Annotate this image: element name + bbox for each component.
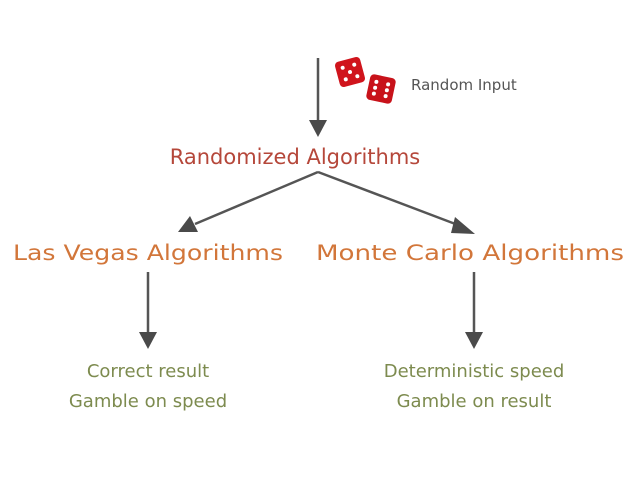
las-vegas-property-1: Correct result <box>87 361 209 382</box>
random-input-label: Random Input <box>411 76 517 94</box>
monte-carlo-property-2: Gamble on result <box>397 391 552 412</box>
arrow-root-to-las-vegas <box>178 170 319 232</box>
monte-carlo-title: Monte Carlo Algorithms <box>316 241 624 265</box>
arrow-input-to-root <box>309 58 327 137</box>
monte-carlo-property-1: Deterministic speed <box>384 361 565 382</box>
las-vegas-property-2: Gamble on speed <box>69 391 227 412</box>
arrow-las-vegas-to-properties <box>139 272 157 349</box>
arrow-root-to-monte-carlo <box>317 170 475 234</box>
dice-icon <box>334 56 396 104</box>
arrow-monte-carlo-to-properties <box>465 272 483 349</box>
root-node-title: Randomized Algorithms <box>170 145 421 169</box>
las-vegas-title: Las Vegas Algorithms <box>13 241 283 265</box>
